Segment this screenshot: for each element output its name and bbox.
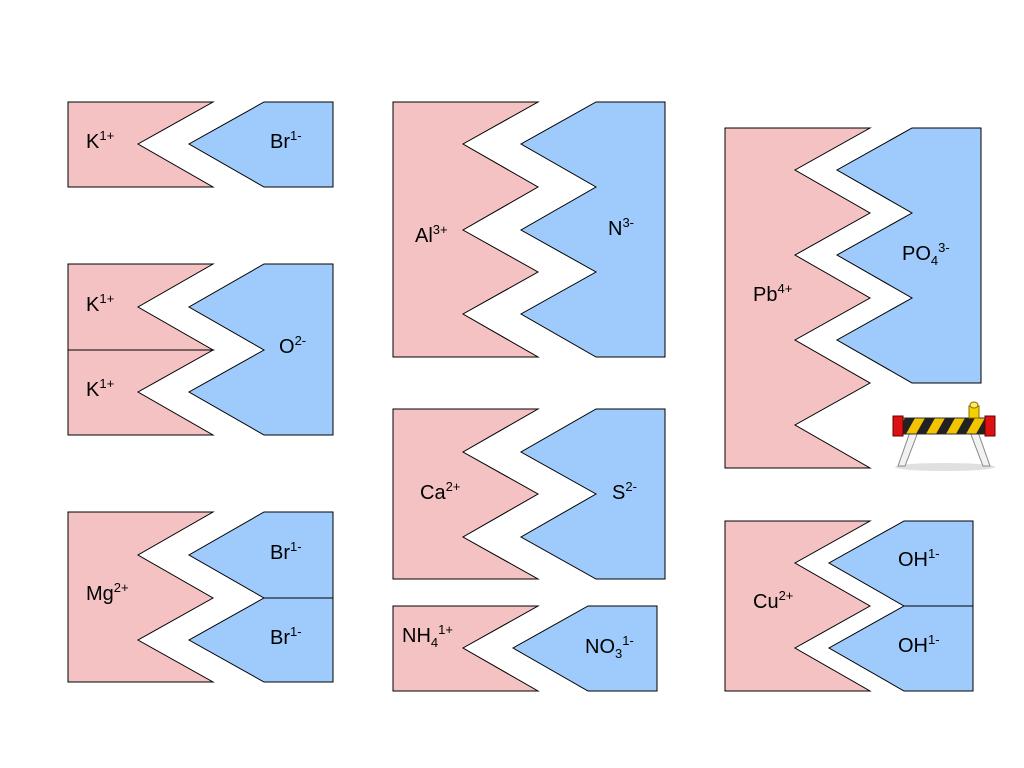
cation-label-k-bottom: K1+: [86, 376, 115, 401]
anion-label-br: Br1-: [270, 128, 302, 153]
anion-piece-o: [187, 263, 334, 436]
cation-label-al: Al3+: [415, 222, 448, 247]
anion-label-br-top: Br1-: [270, 539, 302, 564]
anion-label-br-bottom: Br1-: [270, 624, 302, 649]
cation-label-pb: Pb4+: [753, 281, 793, 306]
cation-piece-al: [392, 101, 540, 358]
anion-piece-po4: [835, 127, 982, 384]
anion-piece-oh-bottom: [827, 605, 974, 692]
anion-piece-br-top: [187, 511, 334, 599]
anion-piece-n: [519, 101, 666, 358]
cation-label-k: K1+: [86, 128, 115, 153]
anion-label-o: O2-: [279, 333, 307, 358]
anion-piece-br: [187, 101, 334, 188]
construction-barrier-icon: [892, 401, 996, 471]
cation-label-ca: Ca2+: [420, 479, 461, 504]
anion-piece-no3: [511, 605, 658, 692]
cation-piece-k: [67, 101, 215, 188]
anion-label-s: S2-: [612, 479, 637, 504]
cation-piece-cu: [724, 520, 872, 692]
anion-piece-br-bottom: [187, 597, 334, 683]
cation-piece-k-bottom: [67, 349, 215, 436]
cation-piece-pb: [724, 127, 872, 469]
anion-piece-s: [519, 408, 666, 580]
anion-label-po4: PO43-: [902, 240, 950, 268]
cation-piece-nh4: [392, 605, 540, 692]
cation-piece-mg: [67, 511, 215, 683]
anion-label-oh-bottom: OH1-: [898, 632, 940, 657]
cation-label-mg: Mg2+: [86, 580, 129, 605]
anion-label-no3: NO31-: [585, 633, 634, 661]
cation-label-nh4: NH41+: [402, 622, 453, 650]
anion-label-n: N3-: [608, 215, 635, 240]
cation-label-cu: Cu2+: [753, 588, 794, 613]
anion-label-oh-top: OH1-: [898, 546, 940, 571]
cation-piece-k-top: [67, 263, 215, 351]
cation-label-k-top: K1+: [86, 291, 115, 316]
cation-piece-ca: [392, 408, 540, 580]
